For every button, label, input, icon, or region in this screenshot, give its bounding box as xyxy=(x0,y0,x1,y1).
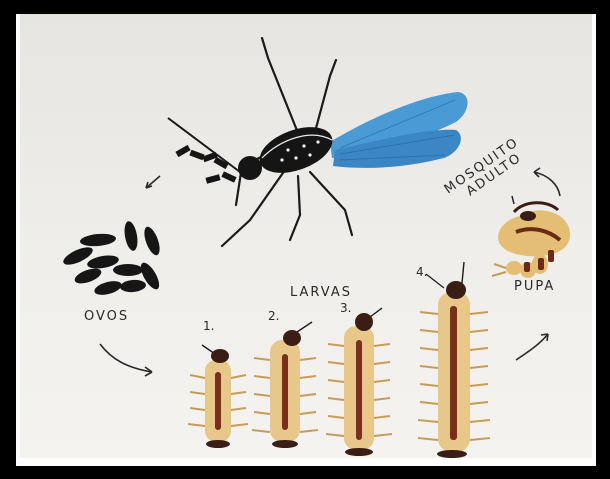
larva-1-icon xyxy=(188,345,248,448)
larva-4-icon xyxy=(418,262,490,458)
larva-stage-2-label: 2. xyxy=(268,309,279,323)
adult-mosquito-icon xyxy=(168,38,468,246)
larvae-label: LARVAS xyxy=(290,285,352,300)
larva-stage-4-label: 4. xyxy=(416,265,427,279)
larva-stage-1-label: 1. xyxy=(203,319,214,333)
pupa-label: PUPA xyxy=(514,279,555,294)
larva-2-icon xyxy=(252,322,318,448)
larva-stage-3-label: 3. xyxy=(340,301,351,315)
eggs-icon xyxy=(61,220,163,297)
pupa-icon xyxy=(492,196,570,278)
larva-3-icon xyxy=(326,308,392,456)
eggs-label: OVOS xyxy=(84,309,129,324)
